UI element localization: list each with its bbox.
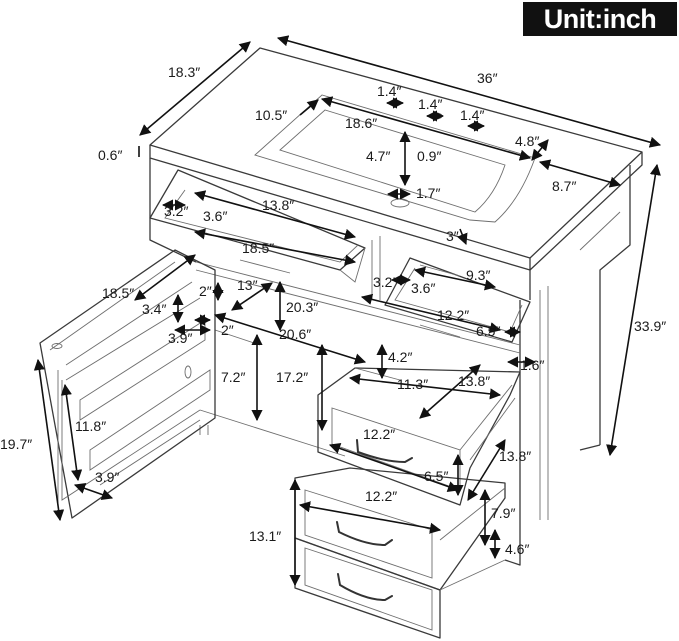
dim-drawer-7-9: 7.9″	[491, 505, 515, 521]
dim-hole-0-9: 0.9″	[417, 148, 441, 164]
dim-faucet-1-4-b: 1.4″	[418, 96, 442, 112]
dim-tray-3-6-left: 3.6″	[203, 208, 227, 224]
dim-faucet-1-4-a: 1.4″	[377, 83, 401, 99]
lower-drawer-2	[294, 537, 506, 639]
dim-door-11-8: 11.8″	[75, 418, 106, 434]
dim-depth-20-6: 20.6″	[279, 326, 311, 342]
dim-gap-13: 13″	[237, 277, 258, 293]
dim-cab-7-2: 7.2″	[221, 369, 245, 385]
dim-top-8-7: 8.7″	[552, 178, 576, 194]
dim-gap-2-a: 2″	[199, 283, 212, 299]
dim-drawer-11-3: 11.3″	[397, 376, 428, 392]
dim-drain-1-7: 1.7″	[416, 185, 440, 201]
dim-front-3: 3″	[446, 228, 459, 244]
dim-side-1-6: 1.6″	[520, 357, 544, 373]
dim-shelf-3-9: 3.9″	[168, 330, 192, 346]
dim-drawer-4-2: 4.2″	[388, 349, 412, 365]
dim-tray-3-2-left: 3.2″	[164, 203, 188, 219]
dim-door-3-9: 3.9″	[95, 469, 119, 485]
dim-drawer-13-1: 13.1″	[249, 528, 281, 544]
dim-tray-3-2-right: 3.2″	[373, 274, 397, 290]
dim-cab-18-5-inner: 18.5″	[242, 240, 274, 256]
dim-gap-2-b: 2″	[221, 322, 234, 338]
dim-top-thickness: 0.6″	[98, 147, 122, 163]
dim-door-18-5: 18.5″	[102, 285, 134, 301]
dim-depth-18-3: 18.3″	[168, 64, 200, 80]
dim-right-9-3: 9.3″	[466, 267, 490, 283]
dim-drawer-12-2-a: 12.2″	[363, 426, 395, 442]
dim-bowl-4-7: 4.7″	[366, 148, 390, 164]
lower-drawer-1	[294, 467, 506, 591]
dim-door-19-7: 19.7″	[0, 436, 32, 452]
dim-drawer-13-8-b: 13.8″	[499, 448, 531, 464]
dim-height-33-9: 33.9″	[634, 318, 666, 334]
dimension-arrows	[33, 35, 662, 587]
dim-depth-20-3: 20.3″	[286, 299, 318, 315]
dim-cab-17-2: 17.2″	[276, 369, 308, 385]
dim-tray-13-8: 13.8″	[262, 197, 294, 213]
dim-drawer-13-8-a: 13.8″	[458, 373, 490, 389]
dim-sink-10-5: 10.5″	[255, 107, 287, 123]
dim-width-36: 36″	[477, 70, 498, 86]
dim-right-12-2: 12.2″	[437, 307, 469, 323]
sink-basin	[254, 94, 536, 223]
dim-shelf-3-4: 3.4″	[142, 301, 166, 317]
dimension-labels: 36″ 18.3″ 0.6″ 33.9″ 10.5″ 18.6″ 1.4″ 1.…	[0, 64, 666, 557]
dim-right-6-5: 6.5″	[476, 323, 500, 339]
unit-badge: Unit:inch	[523, 2, 677, 36]
dim-sink-18-6: 18.6″	[345, 115, 377, 131]
dim-drawer-12-2-b: 12.2″	[365, 488, 397, 504]
dim-drawer-6-5: 6.5″	[424, 468, 448, 484]
dim-tray-3-6-right: 3.6″	[411, 280, 435, 296]
dim-drawer-4-6: 4.6″	[505, 541, 529, 557]
dim-top-4-8: 4.8″	[515, 133, 539, 149]
dim-faucet-1-4-c: 1.4″	[460, 107, 484, 123]
